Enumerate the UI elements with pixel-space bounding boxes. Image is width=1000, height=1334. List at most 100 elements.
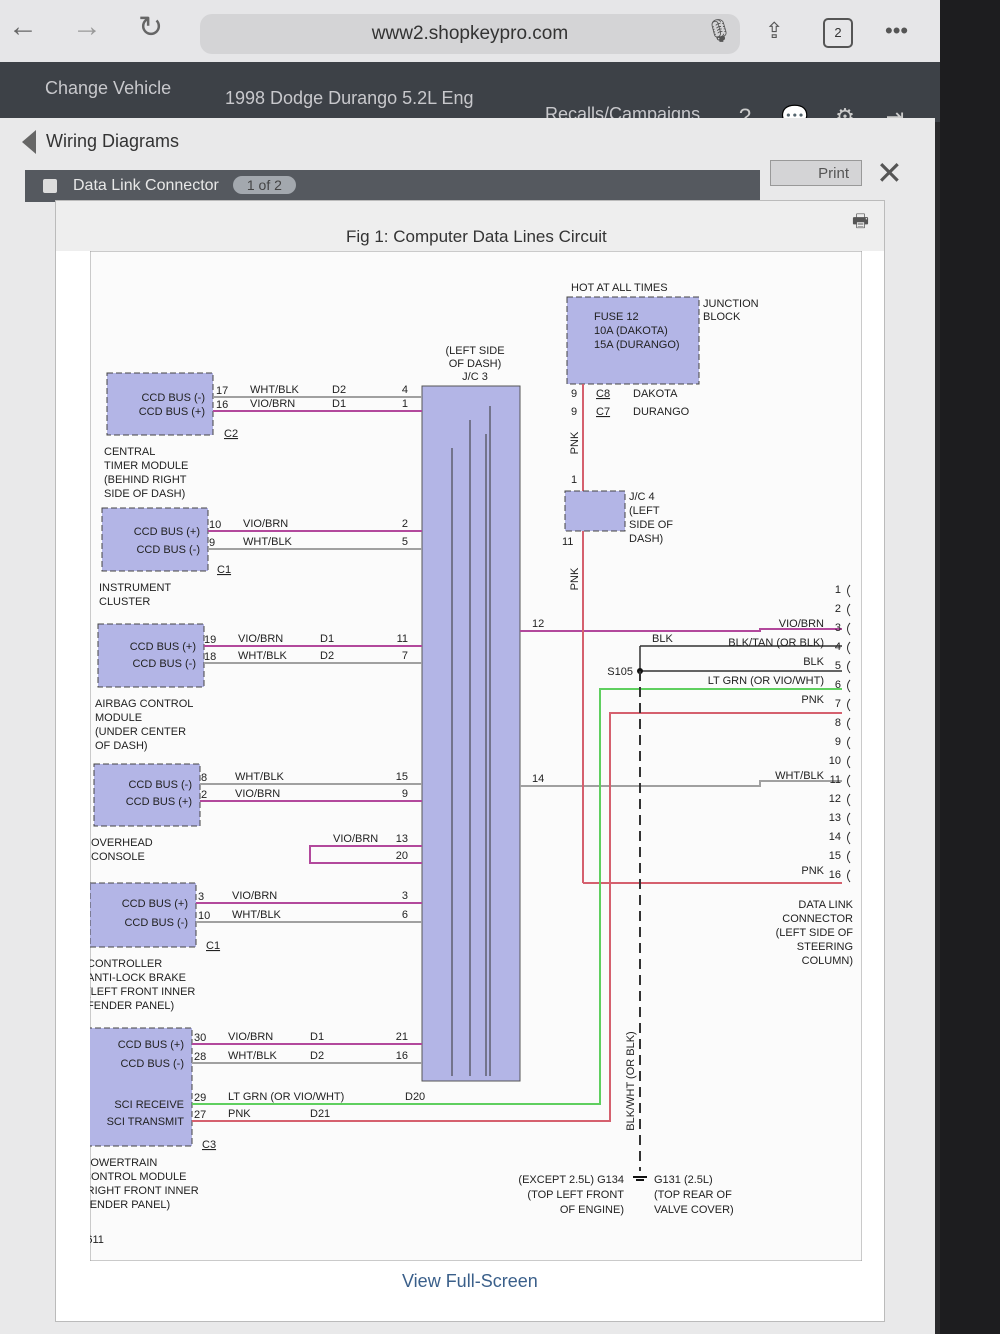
pnk-sci-wire	[192, 712, 842, 1122]
back-button[interactable]: ←	[8, 10, 38, 43]
circuit-label: D21	[310, 1108, 330, 1120]
wire-color-label: WHT/BLK	[232, 909, 282, 921]
jc3-pin-number: 5	[402, 536, 408, 548]
module-description: (RIGHT FRONT INNER	[90, 1185, 199, 1197]
connector-label: C3	[202, 1139, 216, 1151]
module-pin-label: CCD BUS (-)	[136, 544, 200, 556]
print-button[interactable]: Print	[770, 160, 862, 186]
circuit-label: D2	[320, 650, 334, 662]
breadcrumb[interactable]: Wiring Diagrams	[22, 130, 179, 154]
module-pin-label: CCD BUS (+)	[122, 898, 188, 910]
jc3-label: (LEFT SIDE	[445, 345, 504, 357]
dlc-pin-terminal	[847, 812, 851, 826]
ground-g131-label: VALVE COVER)	[654, 1204, 734, 1216]
jc4-box	[564, 490, 626, 532]
wire-color-label: WHT/BLK	[250, 384, 300, 396]
close-icon[interactable]: ✕	[876, 155, 903, 191]
connector-pin: 9	[571, 388, 577, 400]
module-box	[106, 372, 214, 436]
module-pin-label: SCI RECEIVE	[114, 1099, 184, 1111]
jc3-pin-number: 12	[532, 618, 544, 630]
module-description: SIDE OF DASH)	[104, 488, 185, 500]
dlc-pin-number: 3	[835, 622, 841, 634]
dlc-pin-terminal	[847, 641, 851, 655]
dlc-pin-number: 13	[829, 812, 841, 824]
dlc-wire-label: LT GRN (OR VIO/WHT)	[708, 675, 824, 687]
dlc-pin-number: 15	[829, 850, 841, 862]
dlc-pin-terminal	[847, 736, 851, 750]
dlc-pin-terminal	[847, 793, 851, 807]
wire-color-label: PNK	[228, 1108, 251, 1120]
dlc-pin-number: 1	[835, 584, 841, 596]
module-description: CONTROLLER	[90, 958, 162, 970]
wire-color-label: WHT/BLK	[243, 536, 293, 548]
dlc-pin-number: 8	[835, 717, 841, 729]
jc3-pin-number: 3	[402, 890, 408, 902]
dlc-pin-number: 4	[835, 641, 841, 653]
dlc-wire-label: BLK	[803, 656, 824, 668]
page-badge: 1 of 2	[232, 176, 296, 194]
microphone-icon[interactable]: 🎙	[705, 18, 733, 43]
wire-color-label: VIO/BRN	[228, 1031, 273, 1043]
connector-label: C2	[224, 428, 238, 440]
module-box	[97, 623, 205, 688]
dlc-pin-terminal	[847, 584, 851, 598]
jc3-pin-number: 7	[402, 650, 408, 662]
reload-button[interactable]: ↻	[138, 11, 164, 44]
module-pin-number: 19	[204, 634, 216, 646]
tab-count-button[interactable]: 2	[823, 18, 853, 48]
jumper-wire-label: VIO/BRN	[333, 833, 378, 845]
ground-g134-label: (EXCEPT 2.5L) G134	[518, 1174, 624, 1186]
module-pin-number: 2	[201, 789, 207, 801]
jc4-label: SIDE OF	[629, 519, 673, 531]
vehicle-label[interactable]: 1998 Dodge Durango 5.2L Eng	[225, 88, 474, 108]
wire-color-label: WHT/BLK	[238, 650, 288, 662]
url-bar[interactable]: www2.shopkeypro.com	[200, 14, 740, 54]
module-pin-number: 29	[194, 1092, 206, 1104]
print-icon[interactable]: 🖶	[852, 211, 869, 231]
module-description: FENDER PANEL)	[90, 1199, 170, 1211]
dlc-pin-terminal	[847, 850, 851, 864]
dlc-pin-number: 14	[829, 831, 841, 843]
jc3-pin-number: 16	[396, 1050, 408, 1062]
dlc-label: CONNECTOR	[782, 913, 853, 925]
breadcrumb-label: Wiring Diagrams	[46, 130, 180, 151]
dlc-pin-number: 9	[835, 736, 841, 748]
module-pin-label: CCD BUS (-)	[120, 1058, 184, 1070]
fuse-label: FUSE 12	[594, 311, 639, 323]
change-vehicle-button[interactable]: Change Vehicle	[45, 78, 172, 98]
view-fullscreen-link[interactable]: View Full-Screen	[402, 1271, 538, 1291]
wire-color-label: VIO/BRN	[235, 788, 280, 800]
dlc-wire-label: VIO/BRN	[779, 618, 824, 630]
dlc-pin-terminal	[847, 603, 851, 617]
share-icon[interactable]: ⇪	[765, 18, 784, 43]
dlc-wire-label: BLK/TAN (OR BLK)	[728, 637, 824, 649]
module-description: AIRBAG CONTROL	[95, 698, 193, 710]
module-pin-number: 10	[209, 519, 221, 531]
dlc-wire-label: WHT/BLK	[775, 770, 825, 782]
connector-label: C1	[217, 564, 231, 576]
content-panel: Wiring Diagrams Print ✕ Data Link Connec…	[0, 118, 935, 1334]
module-description: POWERTRAIN	[90, 1157, 157, 1169]
wire-color-label: VIO/BRN	[250, 398, 295, 410]
fuse-label: 15A (DURANGO)	[594, 339, 680, 351]
collapse-icon[interactable]	[43, 179, 57, 193]
jc4-label: (LEFT	[629, 505, 660, 517]
dlc-pin-terminal	[847, 622, 851, 636]
dlc-pin-number: 11	[830, 774, 841, 786]
forward-button[interactable]: →	[72, 10, 102, 43]
wire-color-label: VIO/BRN	[232, 890, 277, 902]
dlc-wire-label: PNK	[801, 694, 824, 706]
jc3-pin-number: 21	[396, 1031, 408, 1043]
circuit-label: D2	[332, 384, 346, 396]
jumper-wire	[309, 845, 422, 864]
back-arrow-icon[interactable]	[22, 130, 36, 154]
module-pin-number: 17	[216, 385, 228, 397]
dlc-wire-label: PNK	[801, 865, 824, 877]
jc3-pin-number: 4	[402, 384, 408, 396]
more-button[interactable]: •••	[885, 18, 909, 43]
junction-block-label: BLOCK	[703, 311, 741, 323]
wire-color-label: WHT/BLK	[235, 771, 285, 783]
connector-pin: 9	[571, 406, 577, 418]
